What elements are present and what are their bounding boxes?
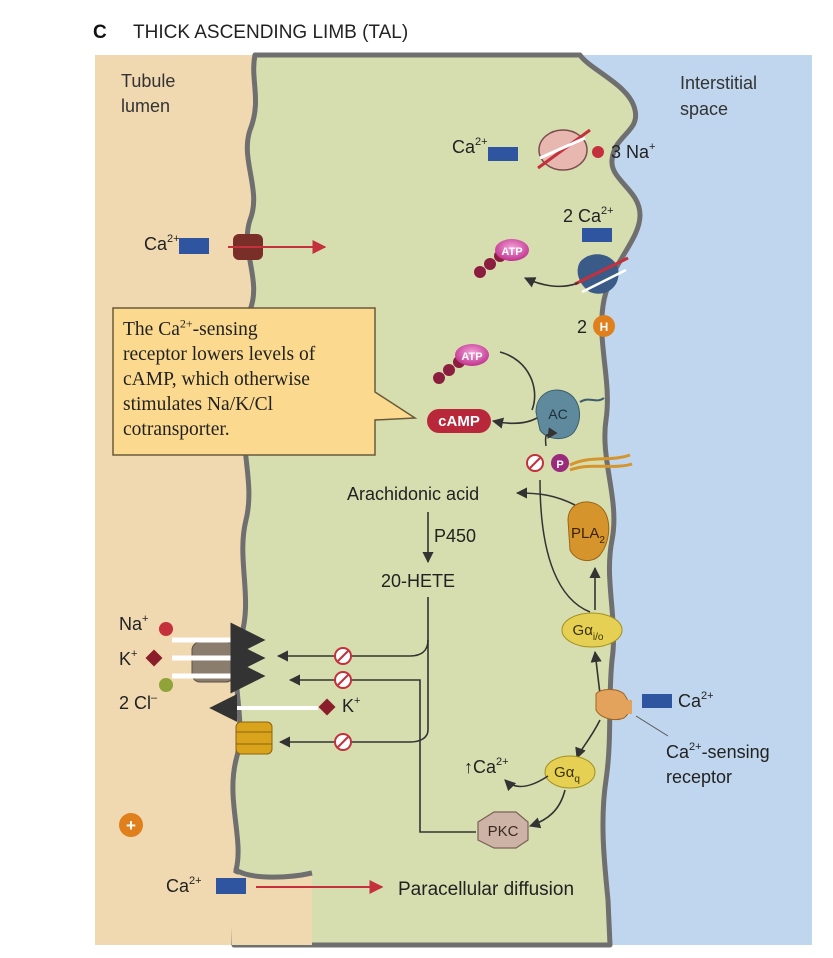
ca-square-icon-3 bbox=[179, 238, 209, 254]
pla2-enzyme: PLA2 bbox=[567, 501, 610, 562]
lumen-label-line1: Tubule bbox=[121, 71, 175, 91]
casr-ca-label: Ca2+ bbox=[678, 690, 714, 711]
lumen-ca-label: Ca2+ bbox=[144, 233, 180, 254]
panel-letter: C bbox=[93, 22, 107, 43]
lumen-positive-icon bbox=[119, 813, 143, 837]
romk-channel: K+ bbox=[209, 694, 360, 755]
g-alpha-q: Gαq bbox=[544, 755, 596, 789]
pla2-protein-icon bbox=[567, 501, 610, 562]
camp-pill bbox=[427, 409, 491, 433]
ca-increase-label: ↑Ca2+ bbox=[464, 756, 509, 777]
pmca-ca-label: 2 Ca2+ bbox=[563, 205, 614, 226]
hete-label: 20-HETE bbox=[381, 571, 455, 591]
adenylyl-cyclase: AC bbox=[535, 389, 605, 439]
exchanger-white-arrow bbox=[539, 136, 586, 160]
casr-label-line2: receptor bbox=[666, 767, 732, 787]
casr-label-line1: Ca2+-sensing bbox=[666, 741, 770, 762]
romk-protein-icon bbox=[235, 721, 273, 755]
na-dot-icon bbox=[592, 146, 604, 158]
gq-to-pkc-arrow bbox=[528, 789, 566, 829]
ca-sensing-receptor: Ca2+ Ca2+-sensing receptor bbox=[595, 689, 770, 787]
ca-square-icon-4 bbox=[642, 694, 672, 708]
lumen-label-line2: lumen bbox=[121, 96, 170, 116]
panel-title: THICK ASCENDING LIMB (TAL) bbox=[133, 22, 408, 43]
atp-to-ac-arrow bbox=[499, 351, 536, 411]
ca-square-icon-5 bbox=[216, 878, 246, 894]
gq-protein-icon bbox=[544, 755, 596, 789]
paracellular-pathway: Ca2+ Paracellular diffusion bbox=[166, 875, 574, 900]
gio-protein-icon bbox=[561, 612, 623, 648]
h-ion-label: H bbox=[600, 320, 609, 334]
exchanger-red-arrow bbox=[537, 128, 591, 170]
hete-to-romk-line bbox=[278, 640, 429, 748]
k-diamond-icon-2 bbox=[318, 698, 336, 716]
atp-label-1: ATP bbox=[501, 246, 522, 258]
pla2-label: PLA2 bbox=[571, 525, 605, 546]
na-ca-exchanger: Ca2+ 3 Na+ bbox=[452, 128, 655, 171]
pump-red-arrow bbox=[574, 256, 629, 286]
na-dot-icon-2 bbox=[159, 622, 173, 636]
atp-label-2: ATP bbox=[461, 351, 482, 363]
atp-molecule-2: ATP bbox=[433, 344, 489, 384]
receptor-to-gq-arrow bbox=[575, 719, 601, 760]
callout-box bbox=[112, 307, 418, 456]
atp-consumption-arrow bbox=[523, 277, 579, 288]
phosphate-icon bbox=[551, 454, 569, 472]
nkcc-cotransporter: Na+ K+ 2 Cl– bbox=[119, 613, 266, 713]
interstitial-label-line2: space bbox=[680, 99, 728, 119]
casr-leader-line bbox=[635, 715, 669, 737]
h-ion-icon bbox=[593, 315, 615, 337]
k-label-2: K+ bbox=[342, 695, 360, 716]
inhibit-symbol-1 bbox=[334, 647, 352, 665]
lumen-positive-label: + bbox=[126, 816, 136, 835]
three-na-label: 3 Na+ bbox=[611, 141, 655, 162]
gq-label: Gαq bbox=[554, 764, 580, 785]
junction-membrane bbox=[234, 867, 313, 880]
pkc-protein-icon bbox=[477, 811, 529, 849]
lipid-tail-2 bbox=[569, 462, 633, 472]
pump-two-label: 2 bbox=[577, 317, 587, 337]
ca-atpase-pump: 2 Ca2+ 2 H bbox=[523, 205, 629, 337]
ncx-ca-label: Ca2+ bbox=[452, 136, 488, 157]
lumen-ca-channel: Ca2+ bbox=[144, 233, 327, 260]
g-alpha-io: Gαi/o bbox=[561, 612, 623, 648]
cl-label: 2 Cl– bbox=[119, 692, 158, 713]
pkc-inhibition-line bbox=[288, 674, 476, 833]
cl-dot-icon bbox=[159, 678, 173, 692]
para-ca-label: Ca2+ bbox=[166, 875, 202, 896]
gi-to-ac-inhibit-line bbox=[539, 479, 591, 613]
k-label: K+ bbox=[119, 648, 137, 669]
gq-to-ca-arrow bbox=[504, 775, 549, 792]
p450-label: P450 bbox=[434, 526, 476, 546]
inhibit-ac-symbol bbox=[526, 454, 544, 472]
ca-square-icon-2 bbox=[582, 228, 612, 242]
tight-junction bbox=[232, 872, 312, 945]
ac-label: AC bbox=[548, 406, 567, 422]
pkc-enzyme: PKC bbox=[477, 811, 529, 849]
gi-to-ac-arrow bbox=[544, 427, 558, 447]
atp-badge-icon-2 bbox=[455, 344, 489, 366]
ac-anchor bbox=[579, 397, 605, 403]
inhibit-symbol-3 bbox=[334, 733, 352, 751]
lipid-tail-1 bbox=[569, 453, 631, 467]
na-label: Na+ bbox=[119, 613, 148, 634]
pla2-to-aa-arrow bbox=[515, 487, 576, 506]
pump-white-arrow bbox=[581, 268, 627, 294]
casr-stalk bbox=[620, 700, 632, 714]
phosphate-label: P bbox=[556, 459, 563, 471]
k-diamond-icon bbox=[145, 649, 163, 667]
ca-square-icon bbox=[488, 147, 518, 161]
camp-label: cAMP bbox=[438, 413, 480, 430]
interstitial-label-line1: Interstitial bbox=[680, 73, 757, 93]
gio-label: Gαi/o bbox=[573, 622, 604, 643]
pkc-label: PKC bbox=[488, 823, 519, 840]
receptor-to-gio-arrow bbox=[590, 650, 602, 695]
atp-badge-icon bbox=[495, 239, 529, 261]
atp-molecule-1: ATP bbox=[474, 239, 529, 278]
paracellular-label: Paracellular diffusion bbox=[398, 879, 574, 900]
figure-title: C THICK ASCENDING LIMB (TAL) bbox=[93, 22, 408, 43]
inhibit-symbol-2 bbox=[334, 671, 352, 689]
arachidonic-acid-label: Arachidonic acid bbox=[347, 484, 479, 504]
